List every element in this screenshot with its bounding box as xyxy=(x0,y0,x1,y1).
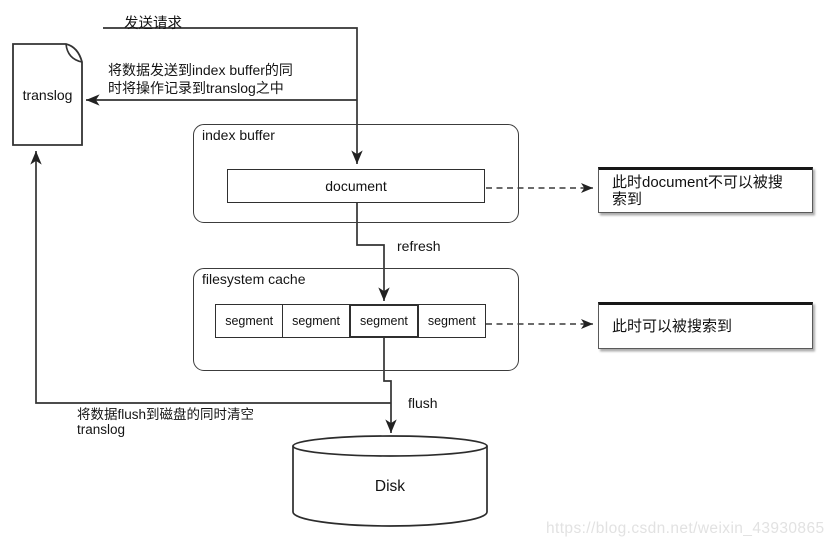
disk-node-label: Disk xyxy=(374,478,406,495)
document-node-label: document xyxy=(325,178,387,194)
refresh-edge-label: refresh xyxy=(397,238,441,254)
filesystem-cache-container: filesystem cache xyxy=(193,268,519,371)
translog-shape xyxy=(12,43,83,146)
send-request-arrow xyxy=(103,27,363,164)
watermark-url: https://blog.csdn.net/weixin_43930865 xyxy=(546,520,825,537)
flush-edge-label: flush xyxy=(408,395,438,411)
annotation-text: 此时document不可以被搜 索到 xyxy=(612,174,783,208)
document-node: document xyxy=(227,169,485,203)
segment-node: segment xyxy=(281,304,351,338)
segment-node: segment xyxy=(348,304,420,338)
annotation-searchable: 此时可以被搜索到 xyxy=(598,302,813,349)
disk-cylinder-top xyxy=(292,435,488,457)
send-note-label: 将数据发送到index buffer的同 时将操作记录到translog之中 xyxy=(108,62,293,96)
flush-note-label: 将数据flush到磁盘的同时清空 translog xyxy=(77,407,255,437)
disk-cylinder-body xyxy=(292,446,488,527)
index-buffer-title: index buffer xyxy=(202,127,275,143)
annotation-text: 此时可以被搜索到 xyxy=(612,318,733,335)
send-request-label: 发送请求 xyxy=(124,16,182,32)
translog-node-label: translog xyxy=(22,86,73,103)
flush-arrow xyxy=(383,338,397,433)
index-buffer-container: index buffer xyxy=(193,124,519,223)
annotation-document-not-searchable: 此时document不可以被搜 索到 xyxy=(598,167,813,213)
segment-node: segment xyxy=(417,304,486,338)
refresh-arrow xyxy=(356,203,390,301)
translog-fold-corner xyxy=(65,43,83,63)
segment-row: segment segment segment segment xyxy=(215,304,486,338)
filesystem-cache-title: filesystem cache xyxy=(202,271,306,287)
clear-translog-arrow xyxy=(30,151,391,404)
segment-node: segment xyxy=(215,304,284,338)
